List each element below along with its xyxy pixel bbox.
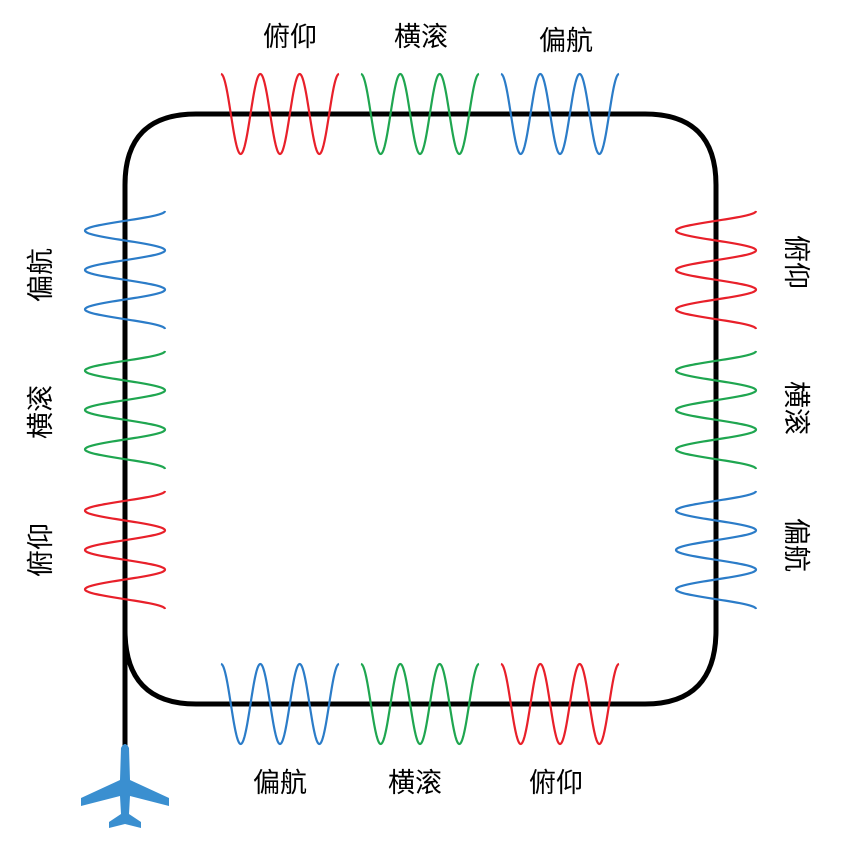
left-wave-pitch [83,490,167,610]
right-wave-pitch [674,210,758,330]
flight-path-loop [122,111,719,707]
top-wave-yaw [500,72,620,156]
bottom-label-pitch: 俯仰 [529,768,583,799]
bottom-wave-yaw [220,662,340,746]
bottom-wave-roll [360,662,480,746]
right-label-yaw: 偏航 [780,518,811,572]
maneuver-waves [83,72,758,746]
top-label-roll: 横滚 [394,22,448,53]
right-label-pitch: 俯仰 [780,235,811,289]
right-wave-yaw [674,490,758,610]
bottom-label-roll: 横滚 [388,768,442,799]
right-wave-roll [674,350,758,470]
airplane-icon [81,744,169,828]
left-label-pitch: 俯仰 [26,523,57,577]
left-wave-yaw [83,210,167,330]
top-wave-roll [360,72,480,156]
right-label-roll: 横滚 [780,381,811,435]
top-wave-pitch [220,72,340,156]
left-label-yaw: 偏航 [26,248,57,302]
bottom-label-yaw: 偏航 [253,768,307,799]
left-wave-roll [83,350,167,470]
left-label-roll: 横滚 [26,385,57,439]
bottom-wave-pitch [500,662,620,746]
top-label-yaw: 偏航 [539,26,593,57]
top-label-pitch: 俯仰 [263,22,317,53]
